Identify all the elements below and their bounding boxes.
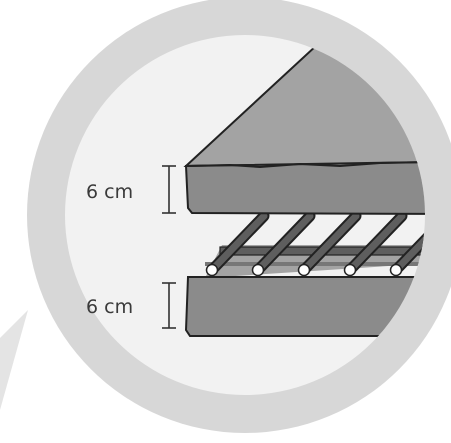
backdrop-shape	[0, 310, 28, 410]
rebar-mesh	[205, 210, 425, 277]
top-thickness-bracket	[162, 165, 176, 214]
rebar-end	[251, 263, 265, 277]
rebar-fill	[346, 212, 406, 274]
bottom-thickness-label: 6 cm	[86, 296, 133, 318]
rebar-fill	[392, 212, 425, 274]
rebar-end	[389, 263, 403, 277]
rebar-fill	[208, 212, 268, 274]
top-slab-face	[184, 160, 425, 216]
rebar-end	[297, 263, 311, 277]
rebar-lower-rail	[205, 262, 425, 266]
bottom-slab-face	[184, 276, 425, 337]
top-thickness-label: 6 cm	[86, 181, 133, 203]
rebar-fill	[300, 212, 360, 274]
rebar-fill	[254, 212, 314, 274]
top-slab-edge	[185, 161, 425, 169]
rebar-end	[343, 263, 357, 277]
rebar-end	[205, 263, 219, 277]
bottom-thickness-bracket	[162, 282, 176, 329]
